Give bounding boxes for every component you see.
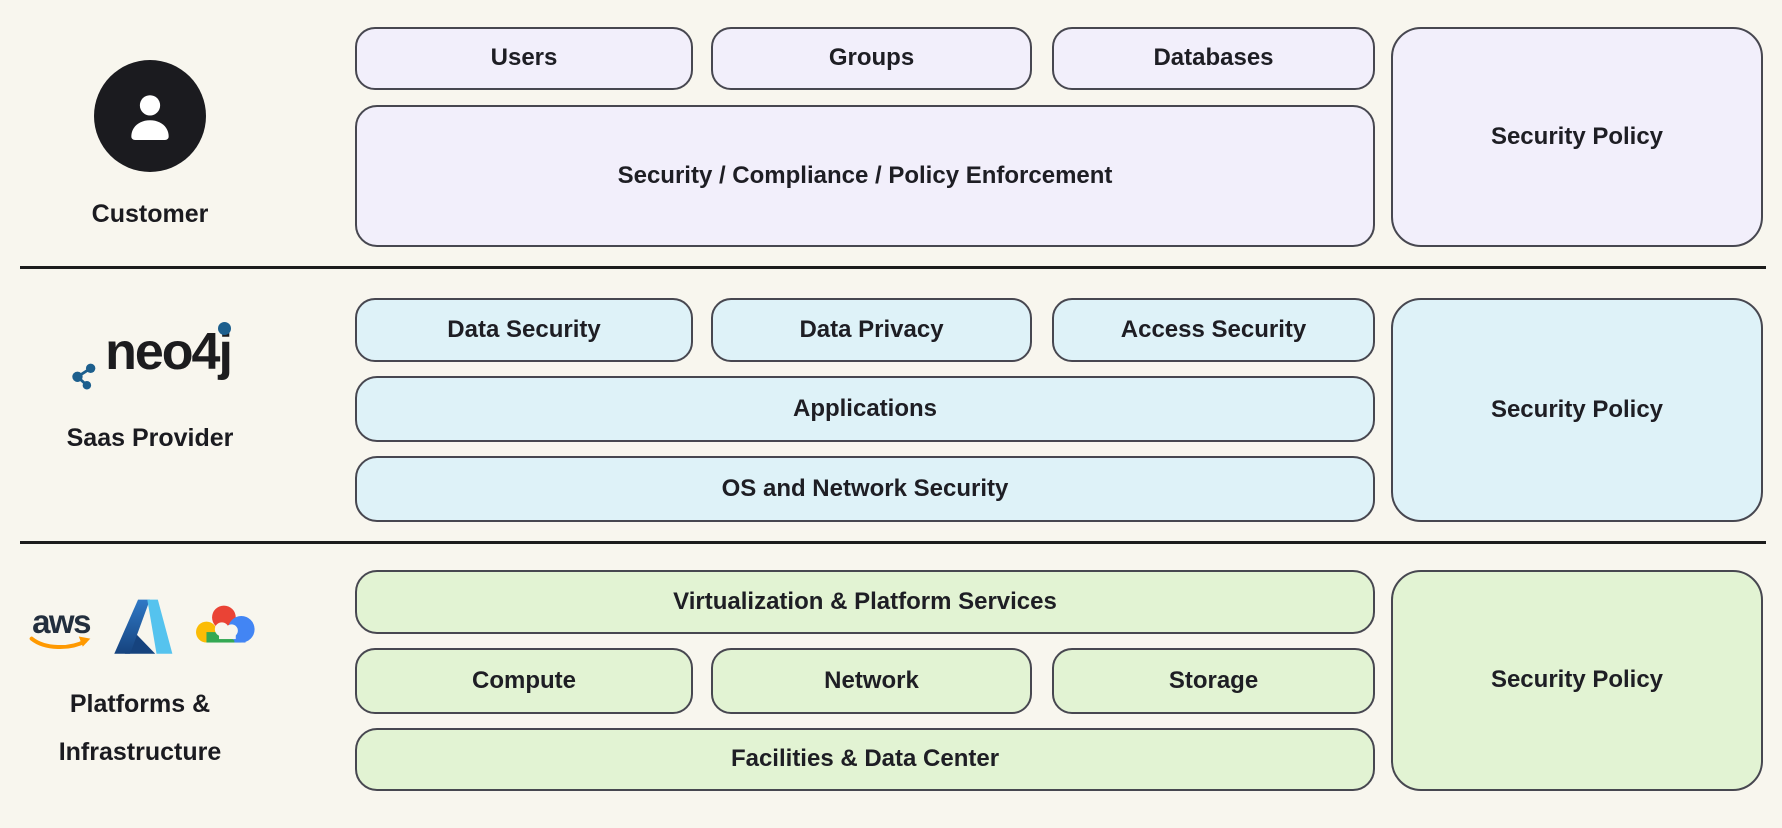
neo4j-wordmark: neo4j <box>105 322 233 381</box>
box-storage: Storage <box>1052 648 1375 714</box>
box-virtualization-platform-services: Virtualization & Platform Services <box>355 570 1375 634</box>
box-security-compliance-policy-enforcement: Security / Compliance / Policy Enforceme… <box>355 105 1375 247</box>
box-applications: Applications <box>355 376 1375 442</box>
google-cloud-logo <box>196 605 255 643</box>
box-compute: Compute <box>355 648 693 714</box>
azure-logo <box>114 599 173 654</box>
cloud-provider-logos: aws <box>0 596 290 656</box>
box-saas-security-policy: Security Policy <box>1391 298 1763 522</box>
aws-wordmark: aws <box>32 603 91 641</box>
box-os-and-network-security: OS and Network Security <box>355 456 1375 522</box>
platforms-label-line1: Platforms & <box>69 690 211 718</box>
saas-provider-label: Saas Provider <box>66 424 234 452</box>
aws-smile-arrow <box>29 636 91 649</box>
box-databases: Databases <box>1052 27 1375 90</box>
box-network: Network <box>711 648 1032 714</box>
box-customer-security-policy: Security Policy <box>1391 27 1763 247</box>
box-data-privacy: Data Privacy <box>711 298 1032 362</box>
person-icon <box>131 95 169 140</box>
box-users: Users <box>355 27 693 90</box>
neo4j-logo: neo4j <box>0 322 300 390</box>
box-groups: Groups <box>711 27 1032 90</box>
box-facilities-data-center: Facilities & Data Center <box>355 728 1375 791</box>
divider-customer-saas <box>20 266 1766 269</box>
platforms-label-line2: Infrastructure <box>58 738 222 766</box>
neo4j-graph-icon <box>72 363 96 390</box>
customer-label: Customer <box>91 200 209 228</box>
box-data-security: Data Security <box>355 298 693 362</box>
neo4j-j-dot <box>217 322 231 335</box>
neo4j-wordmark-text: neo4j <box>105 323 233 381</box>
divider-saas-platforms <box>20 541 1766 544</box>
aws-logo: aws <box>29 603 93 653</box>
box-platforms-security-policy: Security Policy <box>1391 570 1763 791</box>
customer-avatar <box>94 60 206 172</box>
box-access-security: Access Security <box>1052 298 1375 362</box>
